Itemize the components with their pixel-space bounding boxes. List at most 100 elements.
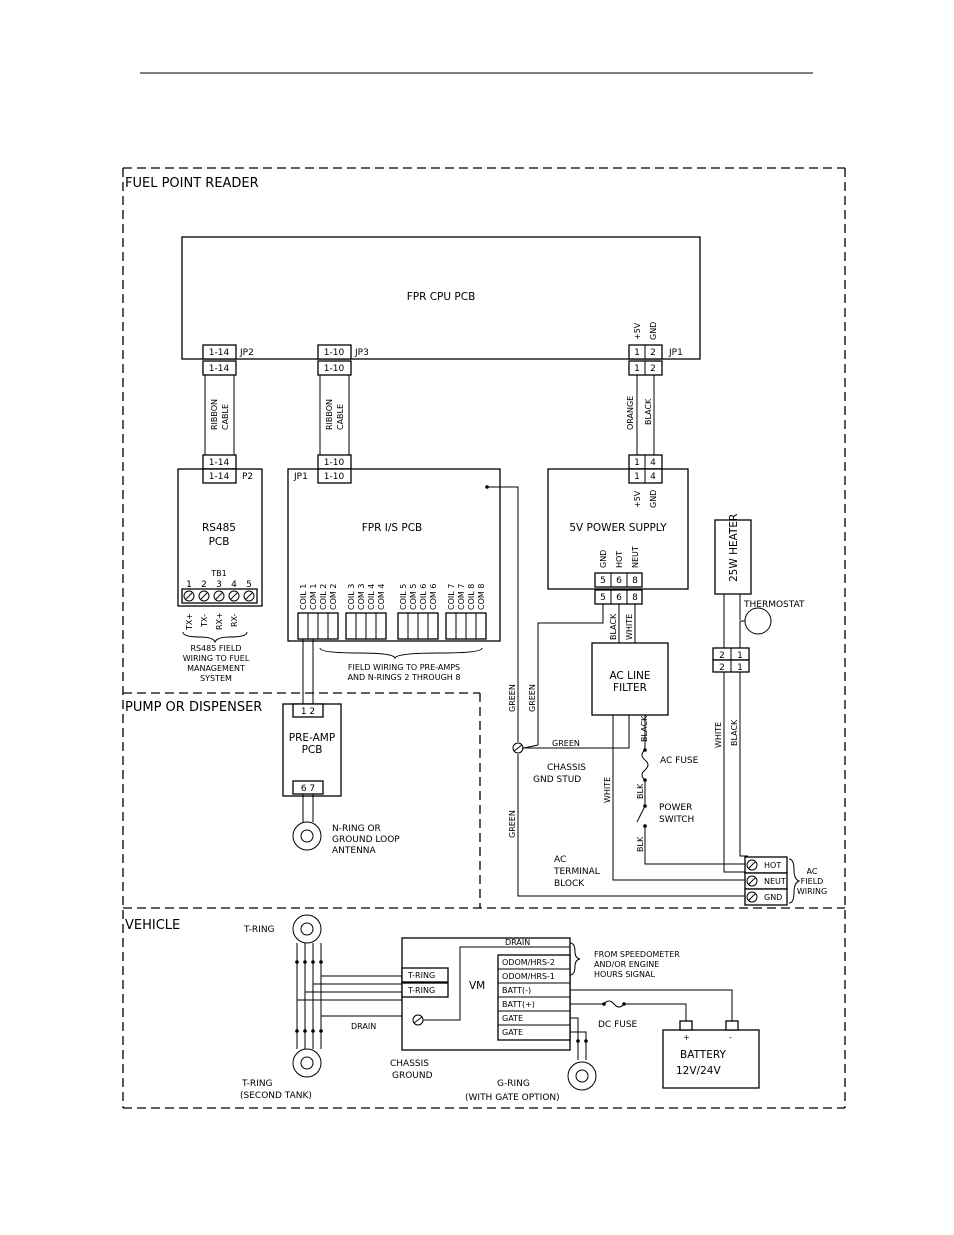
com-label-7: COM 7 xyxy=(457,584,466,610)
coil-label-7: COIL 7 xyxy=(447,584,456,610)
com-label-8: COM 8 xyxy=(477,584,486,610)
com-label-2: COM 2 xyxy=(329,584,338,610)
cable-pins-bottom-jp3: 1-10 xyxy=(324,458,345,468)
coil-label-2: COIL 2 xyxy=(319,584,328,610)
thermostat-label: THERMOSTAT xyxy=(743,600,805,610)
chassis-stud-label-1: CHASSIS xyxy=(547,763,586,773)
ac-field-label-1: AC xyxy=(807,867,818,876)
g-ring xyxy=(567,1061,597,1091)
tx-plus-label: TX+ xyxy=(185,613,194,631)
rx-minus-label: RX- xyxy=(230,613,239,627)
drain-label: DRAIN xyxy=(505,938,530,947)
blk-label-2: BLK xyxy=(636,836,645,852)
cable-pins-bottom-jp2: 1-14 xyxy=(209,458,230,468)
fuel-point-reader-label: FUEL POINT READER xyxy=(125,176,259,191)
tb1-num-3: 3 xyxy=(216,580,222,590)
ac-field-label-3: WIRING xyxy=(797,887,827,896)
pump-or-dispenser-region: PUMP OR DISPENSER xyxy=(123,692,481,908)
speedo-label-2: AND/OR ENGINE xyxy=(594,960,659,969)
com-label-6: COM 6 xyxy=(429,584,438,610)
heater-white-label: WHITE xyxy=(714,722,723,748)
g-ring-label-1: G-RING xyxy=(497,1079,530,1089)
is-pcb-title: FPR I/S PCB xyxy=(362,522,423,534)
rs485-note-3: MANAGEMENT xyxy=(187,664,245,673)
rs485-note-1: RS485 FIELD xyxy=(190,644,241,653)
heater-black-label: BLACK xyxy=(730,719,739,746)
psu-pin1: 1 xyxy=(634,472,640,482)
fpr-cpu-pcb: FPR CPU PCB 1-14 JP2 1-10 JP3 1 2 JP1 +5… xyxy=(181,236,701,360)
antenna-label-1: N-RING OR xyxy=(332,824,381,834)
t-ring-second-label-1: T-RING xyxy=(241,1079,273,1089)
preamp-pins-bottom: 6 7 xyxy=(301,784,315,794)
battery-label-2: 12V/24V xyxy=(676,1065,721,1077)
rs485-p2-label: P2 xyxy=(242,472,253,482)
psu-black-wire-label: BLACK xyxy=(609,613,618,640)
vm-batt-plus: BATT(+) xyxy=(502,1000,535,1009)
vm-t-ring-input-1: T-RING xyxy=(407,971,435,980)
is-pcb-note-2: AND N-RINGS 2 THROUGH 8 xyxy=(348,673,461,682)
t-ring-second-tank xyxy=(292,1048,322,1078)
coil-label-4: COIL 4 xyxy=(367,584,376,610)
battery-label-1: BATTERY xyxy=(680,1049,726,1061)
blk-label-1: BLK xyxy=(636,783,645,799)
speedo-label-3: HOURS SIGNAL xyxy=(594,970,655,979)
rs485-title-1: RS485 xyxy=(202,522,236,534)
dc-fuse-label: DC FUSE xyxy=(598,1020,638,1030)
vm-odom-hrs-1: ODOM/HRS-1 xyxy=(502,972,555,981)
chassis-green-label: GREEN xyxy=(508,810,517,838)
psu-out-gnd: GND xyxy=(599,550,608,568)
fuel-point-reader-region: FUEL POINT READER xyxy=(122,167,846,1108)
psu-out-hot: HOT xyxy=(615,551,624,568)
speedo-label-1: FROM SPEEDOMETER xyxy=(594,950,680,959)
psu-out-pin8: 8 xyxy=(632,576,638,586)
vehicle-label: VEHICLE xyxy=(125,918,180,933)
psu-white-wire-label: WHITE xyxy=(625,614,634,640)
t-ring-top xyxy=(292,914,322,944)
pre-amp-pcb: 1 2 PRE-AMP PCB 6 7 xyxy=(282,703,342,797)
jp3-label: JP3 xyxy=(354,348,369,358)
filter-white-label: WHITE xyxy=(603,777,612,803)
ac-fuse-label: AC FUSE xyxy=(660,756,699,766)
ribbon-label-1: RIBBON xyxy=(210,399,219,430)
com-label-5: COM 5 xyxy=(409,584,418,610)
heater-connector: 2 1 2 1 xyxy=(712,647,750,673)
ribbon-cable-jp2: 1-14 RIBBON CABLE 1-14 xyxy=(202,360,237,470)
rs485-pcb: 1-14 P2 RS485 PCB TB1 1 2 3 4 5 TX+ TX- … xyxy=(177,468,263,683)
preamp-title-1: PRE-AMP xyxy=(289,732,335,744)
psu-in-pin8: 8 xyxy=(632,593,638,603)
battery-plus-label: + xyxy=(683,1033,690,1042)
preamp-pins-top: 1 2 xyxy=(301,707,315,717)
vm-label: VM xyxy=(469,980,485,992)
vm-t-ring-input-2: T-RING xyxy=(407,986,435,995)
psu-input-connector: 5 6 8 xyxy=(594,589,643,605)
orange-wire-label: ORANGE xyxy=(626,396,635,430)
vm-gate-1: GATE xyxy=(502,1014,523,1023)
tb1-num-5: 5 xyxy=(246,580,252,590)
coil-label-3: COIL 3 xyxy=(347,584,356,610)
ac-line-filter: AC LINE FILTER xyxy=(591,642,669,716)
rs485-connector-pins: 1-14 xyxy=(209,472,230,482)
power-switch-icon xyxy=(636,805,646,823)
heater-label: 25W HEATER xyxy=(728,514,740,582)
power-cable-jp1: 1 2 ORANGE BLACK 1 4 xyxy=(626,360,663,470)
antenna-label-2: GROUND LOOP xyxy=(332,835,400,845)
ac-neut-label: NEUT xyxy=(764,877,786,886)
cpu-5v-label: +5V xyxy=(633,322,642,340)
jp1-pin1: 1 xyxy=(634,348,640,358)
cpu-gnd-label: GND xyxy=(649,322,658,340)
chassis-ground-label-2: GROUND xyxy=(392,1071,433,1081)
power-switch-label-1: POWER xyxy=(659,803,692,813)
ribbon-label-2: CABLE xyxy=(221,404,230,430)
jp1-label: JP1 xyxy=(668,348,683,358)
filter-black-label: BLACK xyxy=(640,715,649,742)
t-ring-second-label-2: (SECOND TANK) xyxy=(240,1091,312,1101)
heater-pin1-bottom: 1 xyxy=(737,663,743,673)
filter-title-1: AC LINE xyxy=(609,670,650,682)
rx-plus-label: RX+ xyxy=(215,612,224,630)
psu-title: 5V POWER SUPPLY xyxy=(569,522,667,534)
is-pcb-jp1-label: JP1 xyxy=(293,472,308,482)
rs485-note-2: WIRING TO FUEL xyxy=(183,654,250,663)
chassis-stud-label-2: GND STUD xyxy=(533,775,581,785)
tx-minus-label: TX- xyxy=(200,614,209,628)
